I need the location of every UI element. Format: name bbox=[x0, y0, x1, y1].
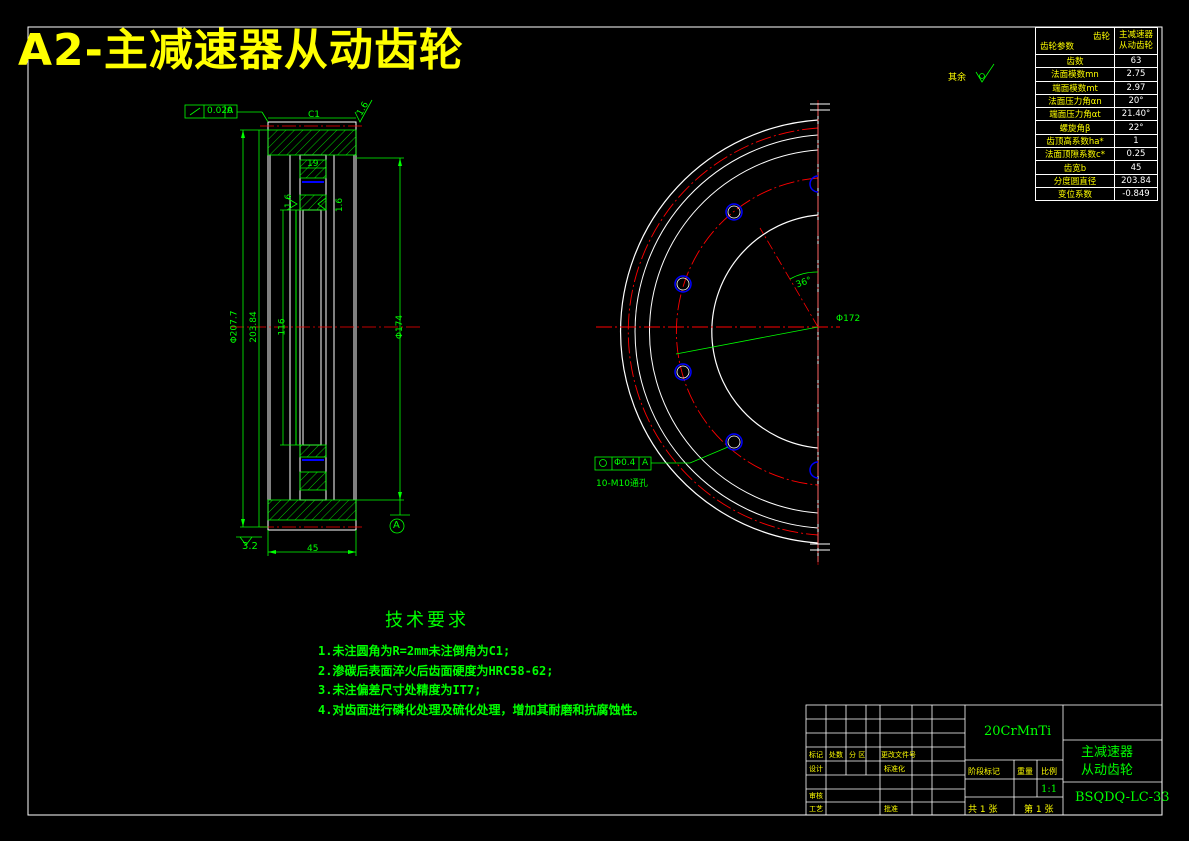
drawing-frame bbox=[27, 26, 1163, 816]
runout-tolerance: 0.020 bbox=[207, 106, 233, 116]
dimension-116: 116 bbox=[277, 318, 288, 336]
sheet-number: 第 1 张 bbox=[1024, 805, 1054, 815]
roughness-bottom: 3.2 bbox=[242, 541, 258, 552]
section-view bbox=[267, 121, 357, 531]
roughness-right: 1.6 bbox=[335, 197, 346, 213]
section-centerlines bbox=[230, 125, 420, 528]
weight-label: 重量 bbox=[1017, 767, 1033, 776]
dimension-45: 45 bbox=[307, 544, 319, 554]
dimension-174: Φ174 bbox=[395, 314, 406, 340]
change-zone-label: 分 区 bbox=[849, 751, 866, 759]
dimension-203: 203.84 bbox=[248, 311, 259, 343]
table-header-right: 主减速器从动齿轮 bbox=[1114, 27, 1158, 55]
change-mark-label: 标记 bbox=[809, 751, 823, 759]
table-row: 法面顶隙系数c*0.25 bbox=[1035, 147, 1158, 162]
section-arrows bbox=[241, 130, 402, 554]
list-item: 1.未注圆角为R=2mm未注倒角为C1; bbox=[318, 644, 511, 658]
craft-label: 工艺 bbox=[809, 805, 823, 813]
list-item: 2.渗碳后表面淬火后齿面硬度为HRC58-62; bbox=[318, 663, 554, 678]
scale-value: 1:1 bbox=[1041, 784, 1058, 795]
part-name-line-2: 从动齿轮 bbox=[1081, 763, 1134, 778]
material-label: 20CrMnTi bbox=[984, 724, 1052, 739]
section-hatch bbox=[267, 129, 357, 521]
design-label: 设计 bbox=[809, 765, 823, 773]
part-name-line-1: 主减速器 bbox=[1081, 745, 1134, 760]
drawing-title: A2-主减速器从动齿轮 bbox=[18, 25, 464, 76]
list-item: 3.未注偏差尺寸处精度为IT7; bbox=[318, 683, 482, 697]
front-view bbox=[594, 63, 995, 565]
table-row: 变位系数-0.849 bbox=[1035, 186, 1158, 202]
standardization-label: 标准化 bbox=[884, 765, 905, 773]
stage-mark-label: 阶段标记 bbox=[968, 767, 1000, 776]
sheet-total: 共 1 张 bbox=[968, 805, 998, 815]
section-dimensions bbox=[184, 99, 410, 556]
roughness-left: 1.6 bbox=[284, 193, 295, 209]
dimension-outer-diameter: Φ207.7 bbox=[229, 310, 240, 344]
dimension-172: Φ172 bbox=[836, 314, 861, 324]
position-tolerance: Φ0.4 bbox=[614, 458, 636, 468]
section-holes bbox=[302, 181, 324, 461]
requirements-title: 技术要求 bbox=[385, 610, 469, 631]
approve-label: 批准 bbox=[884, 805, 898, 813]
other-roughness-label: 其余 bbox=[948, 73, 967, 83]
change-doc-label: 更改文件号 bbox=[881, 751, 916, 759]
title-block-grid bbox=[805, 704, 1163, 816]
review-label: 审核 bbox=[809, 792, 823, 800]
table-header-row: 齿轮参数 齿轮 主减速器从动齿轮 bbox=[1035, 27, 1158, 55]
list-item: 4.对齿面进行磷化处理及硫化处理，增加其耐磨和抗腐蚀性。 bbox=[318, 702, 645, 717]
table-header-left: 齿轮参数 齿轮 bbox=[1035, 27, 1115, 55]
requirements-list: 1.未注圆角为R=2mm未注倒角为C1; 2.渗碳后表面淬火后齿面硬度为HRC5… bbox=[318, 642, 644, 720]
chamfer-label: C1 bbox=[308, 110, 321, 120]
table-row: 齿顶高系数ha*1 bbox=[1035, 133, 1158, 149]
datum-label-position: A bbox=[642, 458, 649, 468]
datum-a-symbol: A bbox=[393, 520, 400, 531]
scale-label: 比例 bbox=[1041, 767, 1057, 776]
holes-callout: 10-M10通孔 bbox=[596, 479, 648, 489]
change-count-label: 处数 bbox=[829, 751, 843, 759]
datum-label-runout: A bbox=[227, 106, 234, 116]
dimension-19: 19 bbox=[307, 159, 319, 169]
drawing-number: BSQDQ-LC-33 bbox=[1075, 790, 1170, 805]
